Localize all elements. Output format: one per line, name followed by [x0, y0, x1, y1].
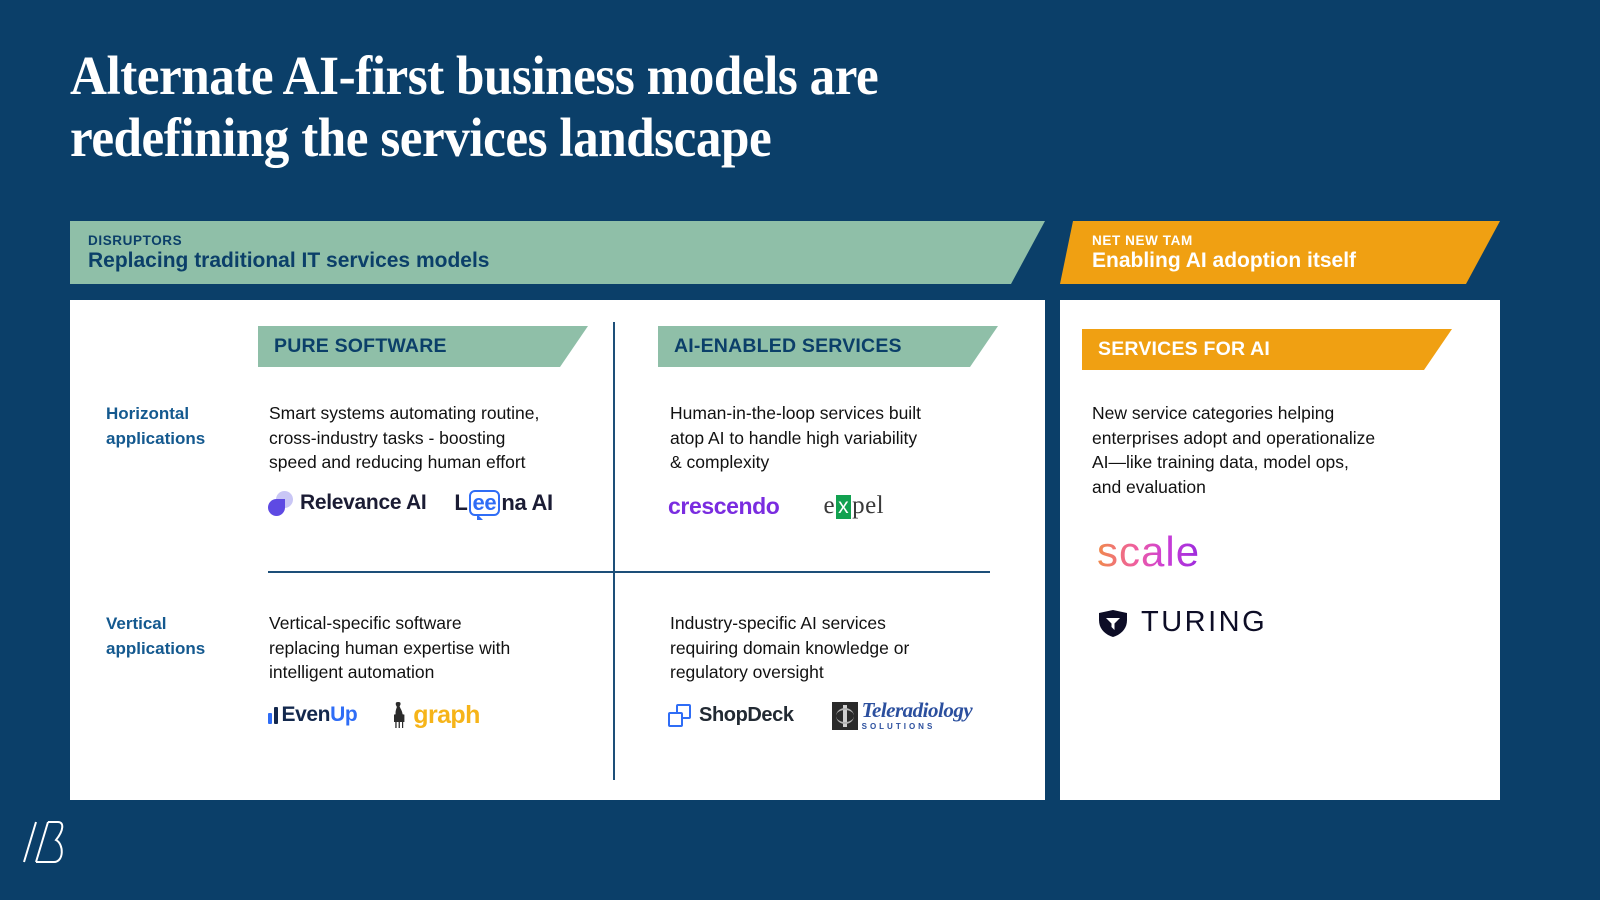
logo-turing-text: TURING [1141, 606, 1268, 638]
logo-leena-ai-prefix: L [454, 490, 468, 515]
panel-net-new-tam [1060, 300, 1500, 800]
column-header-pure-software: PURE SOFTWARE [258, 326, 588, 367]
logo-shopdeck-text: ShopDeck [699, 704, 794, 726]
banner-net-new-tam-kicker: NET NEW TAM [1092, 232, 1193, 248]
column-header-services-for-ai: SERVICES FOR AI [1082, 329, 1452, 370]
logo-row-vertical-pure-software: EvenUp graph [268, 700, 480, 730]
banner-disruptors: DISRUPTORS Replacing traditional IT serv… [70, 221, 1045, 284]
logo-turing: TURING [1097, 606, 1267, 639]
logo-expel-suffix: pel [852, 492, 885, 519]
logo-evenup-text: EvenUp [282, 703, 358, 727]
banner-net-new-tam-headline: Enabling AI adoption itself [1092, 248, 1357, 272]
logo-evenup-up: Up [330, 703, 358, 726]
logo-row-vertical-ai-enabled-services: ShopDeck Teleradiology SOLUTIONS [668, 698, 973, 731]
copy-horizontal-ai-enabled-services: Human-in-the-loop services built atop AI… [670, 403, 921, 473]
speech-bubble-icon: ee [468, 490, 501, 520]
giraffe-icon [394, 702, 405, 728]
logo-scale-ai: scale [1097, 528, 1200, 576]
logo-evenup: EvenUp [268, 703, 358, 727]
relevance-ai-circles-icon [268, 490, 293, 516]
logo-leena-ai-suffix: na AI [501, 490, 553, 515]
turing-shield-icon [1099, 609, 1127, 637]
banner-net-new-tam: NET NEW TAM Enabling AI adoption itself [1060, 221, 1500, 284]
logo-scale-text: scale [1097, 528, 1201, 575]
divider-vertical [613, 322, 615, 780]
logo-graph: graph [391, 700, 480, 730]
logo-teleradiology-name: Teleradiology [861, 698, 973, 722]
logo-row-services-for-ai: scale TURING [1097, 528, 1267, 639]
brand-logo-icon [23, 821, 64, 863]
copy-services-for-ai: New service categories helping enterpris… [1092, 403, 1376, 498]
row-label-horizontal-applications: Horizontal applications [106, 404, 206, 448]
logo-teleradiology-subtitle: SOLUTIONS [861, 722, 936, 731]
xray-image-icon [831, 701, 858, 730]
logo-relevance-ai-text: Relevance AI [300, 491, 427, 514]
expel-x-box-icon: x [836, 495, 852, 519]
logo-graph-text: graph [413, 700, 480, 729]
panel-disruptors [70, 300, 1045, 800]
stacked-squares-icon [668, 704, 691, 727]
logo-shopdeck: ShopDeck [668, 704, 794, 727]
logo-expel-prefix: e [823, 492, 836, 519]
copy-vertical-ai-enabled-services: Industry-specific AI services requiring … [670, 613, 910, 683]
page-title: Alternate AI-first business models are r… [70, 45, 879, 169]
column-header-ai-enabled-services: AI-ENABLED SERVICES [658, 326, 998, 367]
row-label-vertical-applications: Vertical applications [106, 614, 206, 658]
copy-horizontal-pure-software: Smart systems automating routine, cross-… [269, 403, 540, 473]
logo-evenup-even: Even [281, 703, 331, 726]
divider-horizontal [268, 571, 990, 573]
banner-disruptors-kicker: DISRUPTORS [88, 232, 183, 248]
evenup-bars-icon [268, 706, 278, 724]
logo-crescendo: crescendo [668, 492, 780, 519]
logo-relevance-ai: Relevance AI [268, 490, 427, 516]
logo-teleradiology-solutions: Teleradiology SOLUTIONS [831, 698, 973, 731]
banner-disruptors-headline: Replacing traditional IT services models [88, 248, 490, 272]
copy-vertical-pure-software: Vertical-specific software replacing hum… [269, 613, 511, 683]
